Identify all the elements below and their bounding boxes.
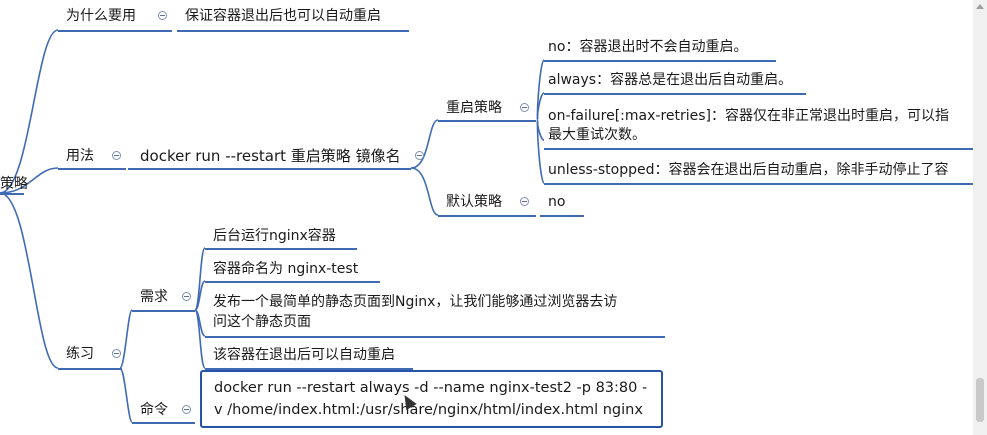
requirement-item[interactable]: 容器命名为 nginx-test	[213, 261, 359, 277]
restart-option-on-failure-continued: 最大重试次数。	[548, 127, 646, 143]
requirement-item-underline	[205, 336, 665, 338]
collapse-restart-policy-icon[interactable]	[520, 103, 529, 112]
why-detail-underline	[177, 30, 409, 32]
usage-node-underline	[58, 168, 126, 170]
restart-option-unless-stopped-underline	[544, 183, 973, 185]
practice-node-underline	[58, 368, 122, 370]
collapse-why-icon[interactable]	[158, 11, 167, 20]
default-policy-label[interactable]: 默认策略	[446, 194, 502, 210]
requirement-item-underline	[205, 368, 413, 370]
requirements-label[interactable]: 需求	[140, 289, 168, 305]
practice-node-label[interactable]: 练习	[66, 346, 94, 362]
command-underline	[132, 422, 195, 424]
requirement-item-continued: 问这个静态页面	[213, 314, 311, 330]
collapse-default-policy-icon[interactable]	[520, 197, 529, 206]
default-policy-value-underline	[540, 215, 584, 217]
restart-policy-underline	[438, 120, 536, 122]
collapse-requirements-icon[interactable]	[182, 292, 191, 301]
why-detail[interactable]: 保证容器退出后也可以自动重启	[185, 8, 381, 24]
root-underline	[0, 193, 24, 195]
command-line-2: v /home/index.html:/usr/share/nginx/html…	[214, 402, 643, 418]
usage-node-label[interactable]: 用法	[66, 148, 94, 164]
restart-option-always[interactable]: always：容器总是在退出后自动重启。	[548, 72, 793, 88]
restart-option-no[interactable]: no：容器退出时不会自动重启。	[548, 39, 748, 55]
collapse-command-icon[interactable]	[182, 405, 191, 414]
scroll-up-arrow-icon[interactable]	[976, 4, 984, 9]
root-node-label: 策略	[0, 176, 28, 192]
command-line-1: docker run --restart always -d --name ng…	[214, 380, 648, 396]
requirements-underline	[132, 310, 195, 312]
scrollbar-thumb[interactable]	[976, 378, 984, 422]
usage-command[interactable]: docker run --restart 重启策略 镜像名	[140, 147, 401, 165]
restart-option-always-underline	[544, 93, 806, 95]
restart-option-no-underline	[544, 60, 776, 62]
requirement-item[interactable]: 发布一个最简单的静态页面到Nginx，让我们能够通过浏览器去访	[213, 294, 618, 310]
default-policy-underline	[438, 215, 536, 217]
why-node-underline	[58, 30, 172, 32]
command-label[interactable]: 命令	[140, 402, 168, 418]
restart-option-unless-stopped[interactable]: unless-stopped：容器会在退出后自动重启，除非手动停止了容	[548, 162, 949, 178]
command-box[interactable]: docker run --restart always -d --name ng…	[200, 370, 663, 428]
restart-option-on-failure-underline	[544, 148, 973, 150]
requirement-item[interactable]: 后台运行nginx容器	[213, 228, 336, 244]
vertical-scrollbar[interactable]	[973, 0, 987, 435]
usage-command-underline	[128, 168, 411, 170]
why-node-label[interactable]: 为什么要用	[66, 8, 136, 24]
restart-policy-label[interactable]: 重启策略	[446, 100, 502, 116]
restart-option-on-failure[interactable]: on-failure[:max-retries]：容器仅在非正常退出时重启，可以…	[548, 108, 950, 124]
requirement-item[interactable]: 该容器在退出后可以自动重启	[213, 347, 395, 363]
collapse-practice-icon[interactable]	[112, 349, 121, 358]
default-policy-value[interactable]: no	[548, 194, 566, 210]
requirement-item-underline	[205, 281, 380, 283]
collapse-usage-command-icon[interactable]	[415, 151, 424, 160]
collapse-usage-icon[interactable]	[112, 151, 121, 160]
requirement-item-underline	[205, 248, 357, 250]
